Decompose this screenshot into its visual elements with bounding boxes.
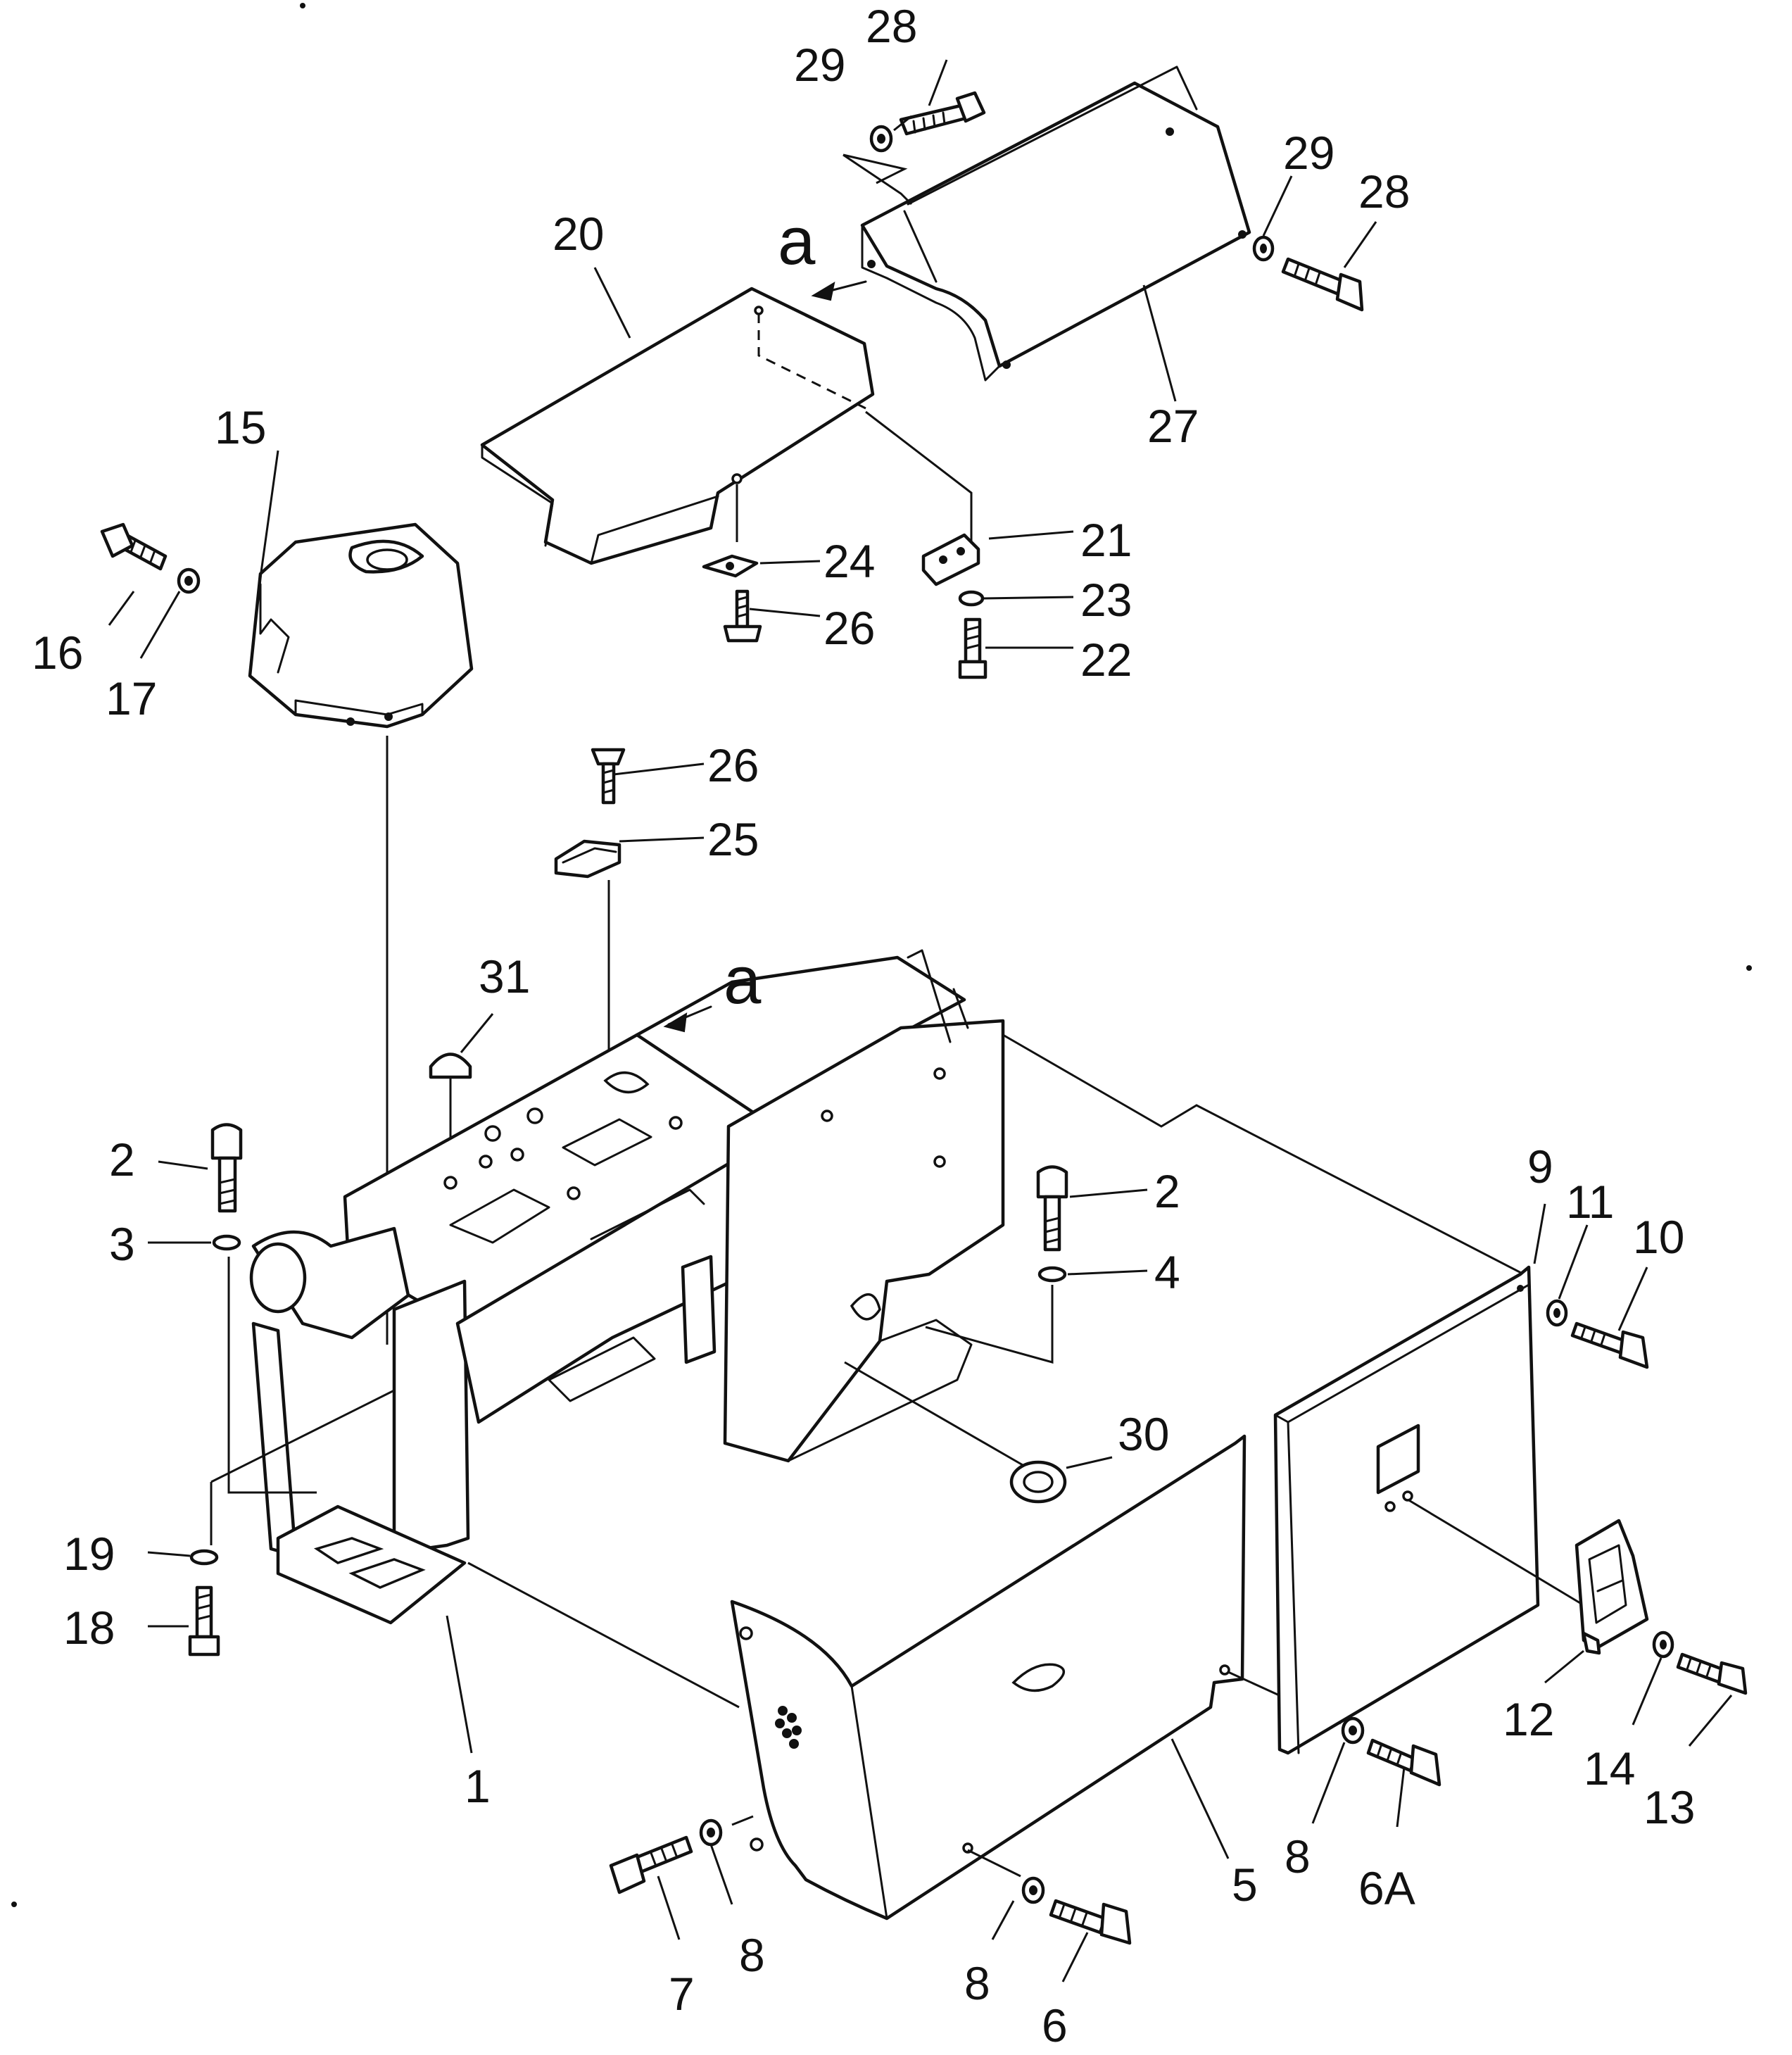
washer-3 — [212, 1234, 241, 1251]
callout-26-upper: 26 — [824, 602, 875, 654]
bolt-2-right — [1036, 1165, 1068, 1252]
part-20-top-panel — [480, 287, 875, 565]
hidden-line — [757, 313, 866, 410]
callout-8-bottom: 8 — [964, 1957, 990, 2009]
callout-31: 31 — [479, 950, 530, 1003]
callout-labels: 1 2 2 3 4 5 6 6A 7 8 8 8 9 10 11 12 13 1… — [32, 0, 1695, 2051]
callout-19: 19 — [63, 1528, 115, 1580]
washer-19 — [189, 1549, 219, 1566]
callout-23: 23 — [1080, 574, 1132, 626]
callout-7: 7 — [669, 1968, 695, 2020]
bolt-28-upper — [899, 91, 986, 136]
bolt-2-left — [210, 1123, 243, 1213]
callout-4: 4 — [1154, 1246, 1180, 1298]
part-12-latch — [1575, 1519, 1649, 1655]
callout-18: 18 — [63, 1602, 115, 1654]
callout-2-left: 2 — [109, 1133, 135, 1186]
callout-29-right: 29 — [1283, 127, 1334, 179]
callout-16: 16 — [32, 627, 83, 679]
callout-9: 9 — [1527, 1140, 1553, 1193]
view-marker-a-lower: a — [724, 943, 762, 1018]
callout-15: 15 — [215, 401, 266, 453]
part-27-rear-cover — [860, 65, 1251, 382]
part-25-plate — [554, 839, 621, 879]
callout-1: 1 — [465, 1760, 491, 1812]
callout-6: 6 — [1042, 1999, 1068, 2051]
screw-26-upper — [723, 589, 762, 643]
callout-29-upper: 29 — [794, 39, 845, 91]
leader-lines — [108, 59, 1733, 1982]
part-21-bracket — [921, 533, 980, 586]
callout-3: 3 — [109, 1218, 135, 1270]
callout-27: 27 — [1147, 400, 1199, 452]
washer-23 — [958, 590, 985, 607]
bolt-13 — [1676, 1652, 1748, 1695]
part-1-main-frame — [249, 949, 1005, 1625]
callout-20: 20 — [553, 208, 604, 260]
callout-12: 12 — [1503, 1693, 1554, 1745]
callout-26-middle: 26 — [707, 739, 759, 791]
view-marker-a-upper: a — [778, 203, 816, 279]
part-15-column-cover — [248, 522, 474, 729]
callout-5: 5 — [1232, 1859, 1258, 1911]
callout-6A: 6A — [1358, 1862, 1415, 1914]
callout-8-right: 8 — [1285, 1830, 1311, 1883]
part-31-plug — [429, 1052, 472, 1079]
callout-21: 21 — [1080, 514, 1132, 566]
bolt-10 — [1570, 1321, 1649, 1369]
callout-22: 22 — [1080, 634, 1132, 686]
bolt-7 — [609, 1835, 693, 1894]
callout-30: 30 — [1118, 1408, 1169, 1460]
bolt-28-right — [1281, 257, 1364, 312]
bolt-6 — [1049, 1899, 1132, 1945]
callout-28-upper: 28 — [866, 0, 917, 52]
callout-28-right: 28 — [1358, 165, 1410, 218]
part-5-side-cover — [730, 1434, 1247, 1921]
callout-24: 24 — [824, 535, 875, 587]
callout-17: 17 — [106, 672, 157, 724]
part-9-rear-plate — [1273, 1265, 1540, 1755]
washer-4 — [1037, 1266, 1067, 1283]
bolt-18 — [188, 1585, 220, 1657]
bolt-6A — [1366, 1738, 1441, 1787]
callout-25: 25 — [707, 813, 759, 865]
callout-11: 11 — [1566, 1176, 1615, 1228]
bolt-16 — [100, 522, 168, 571]
callout-14: 14 — [1584, 1742, 1635, 1795]
callout-13: 13 — [1643, 1781, 1695, 1833]
bolt-22 — [958, 617, 988, 679]
callout-8-left: 8 — [739, 1929, 765, 1981]
callout-2-right: 2 — [1154, 1165, 1180, 1217]
callout-10: 10 — [1633, 1211, 1684, 1263]
screw-26-middle — [591, 748, 626, 805]
